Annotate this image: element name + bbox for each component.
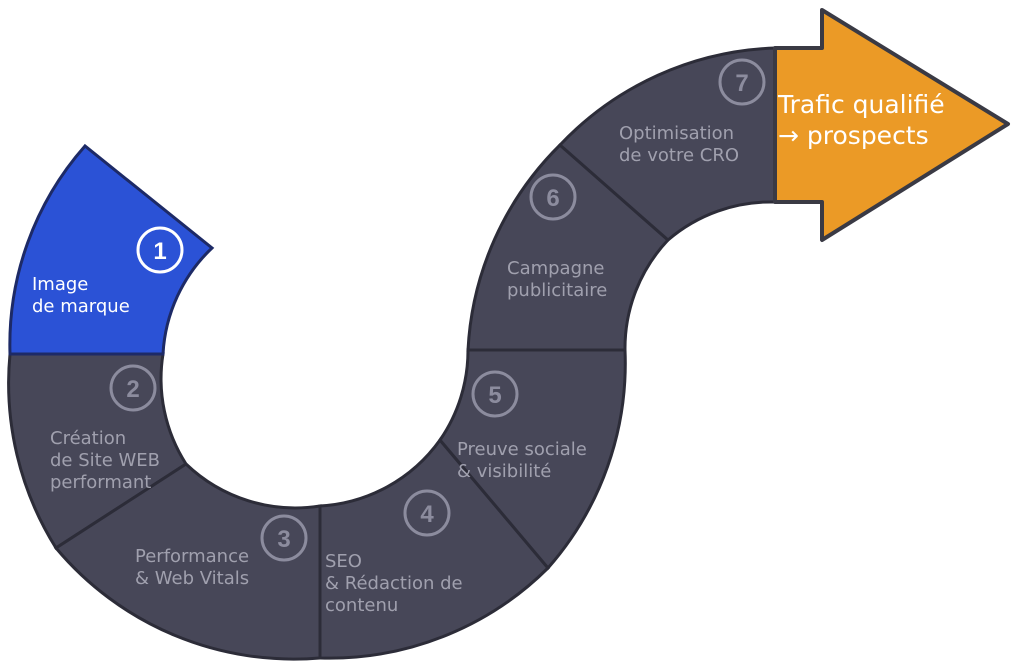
step-6-label-line-2: publicitaire: [507, 280, 607, 301]
step-2-badge: 2: [109, 364, 157, 412]
step-3-badge: 3: [260, 514, 308, 562]
step-3-number: 3: [277, 526, 290, 553]
step-7-label: Optimisation de votre CRO: [619, 123, 740, 166]
step-4-label-line-1: SEO: [325, 551, 362, 572]
step-7-number: 7: [735, 70, 748, 97]
step-5-label-line-1: Preuve sociale: [457, 439, 587, 460]
step-4-number: 4: [420, 501, 434, 528]
step-1-label: Image de marque: [32, 274, 130, 317]
goal-label-line-1: Trafic qualifié: [777, 90, 945, 119]
goal-label: Trafic qualifié → prospects: [777, 90, 953, 150]
step-2-label-line-2: de Site WEB: [50, 450, 160, 471]
step-6-badge: 6: [529, 173, 577, 221]
step-6-label: Campagne publicitaire: [507, 258, 610, 301]
step-6-number: 6: [546, 185, 559, 212]
step-4-label-line-2: & Rédaction de: [325, 573, 463, 594]
step-5-label-line-2: & visibilité: [457, 461, 551, 482]
step-4-label-line-3: contenu: [325, 595, 398, 616]
step-1-label-line-1: Image: [32, 274, 88, 295]
segment-step-4: [318, 437, 551, 660]
step-3-label-line-1: Performance: [135, 546, 249, 567]
step-6-label-line-1: Campagne: [507, 258, 605, 279]
step-2-label-line-3: performant: [50, 472, 151, 493]
goal-label-line-2: → prospects: [778, 121, 929, 150]
step-3-label: Performance & Web Vitals: [135, 546, 255, 589]
step-7-label-line-1: Optimisation: [619, 123, 734, 144]
step-1-number: 1: [153, 238, 166, 265]
segment-step-3: [53, 462, 322, 661]
step-2-number: 2: [126, 376, 139, 403]
goal-arrow: [773, 8, 1010, 242]
step-5-label: Preuve sociale & visibilité: [457, 439, 593, 482]
step-5-number: 5: [488, 382, 501, 409]
step-2-label: Création de Site WEB performant: [50, 428, 166, 493]
step-4-label: SEO & Rédaction de contenu: [325, 551, 468, 616]
segment-step-1: [8, 143, 215, 356]
step-3-label-line-2: & Web Vitals: [135, 568, 249, 589]
segment-step-5: [438, 348, 627, 571]
segment-step-7: [557, 46, 777, 242]
step-1-badge: 1: [136, 226, 184, 274]
step-1-label-line-2: de marque: [32, 296, 130, 317]
step-4-badge: 4: [403, 489, 451, 537]
step-7-badge: 7: [718, 58, 766, 106]
step-7-label-line-2: de votre CRO: [619, 145, 739, 166]
step-2-label-line-1: Création: [50, 428, 126, 449]
step-5-badge: 5: [471, 370, 519, 418]
